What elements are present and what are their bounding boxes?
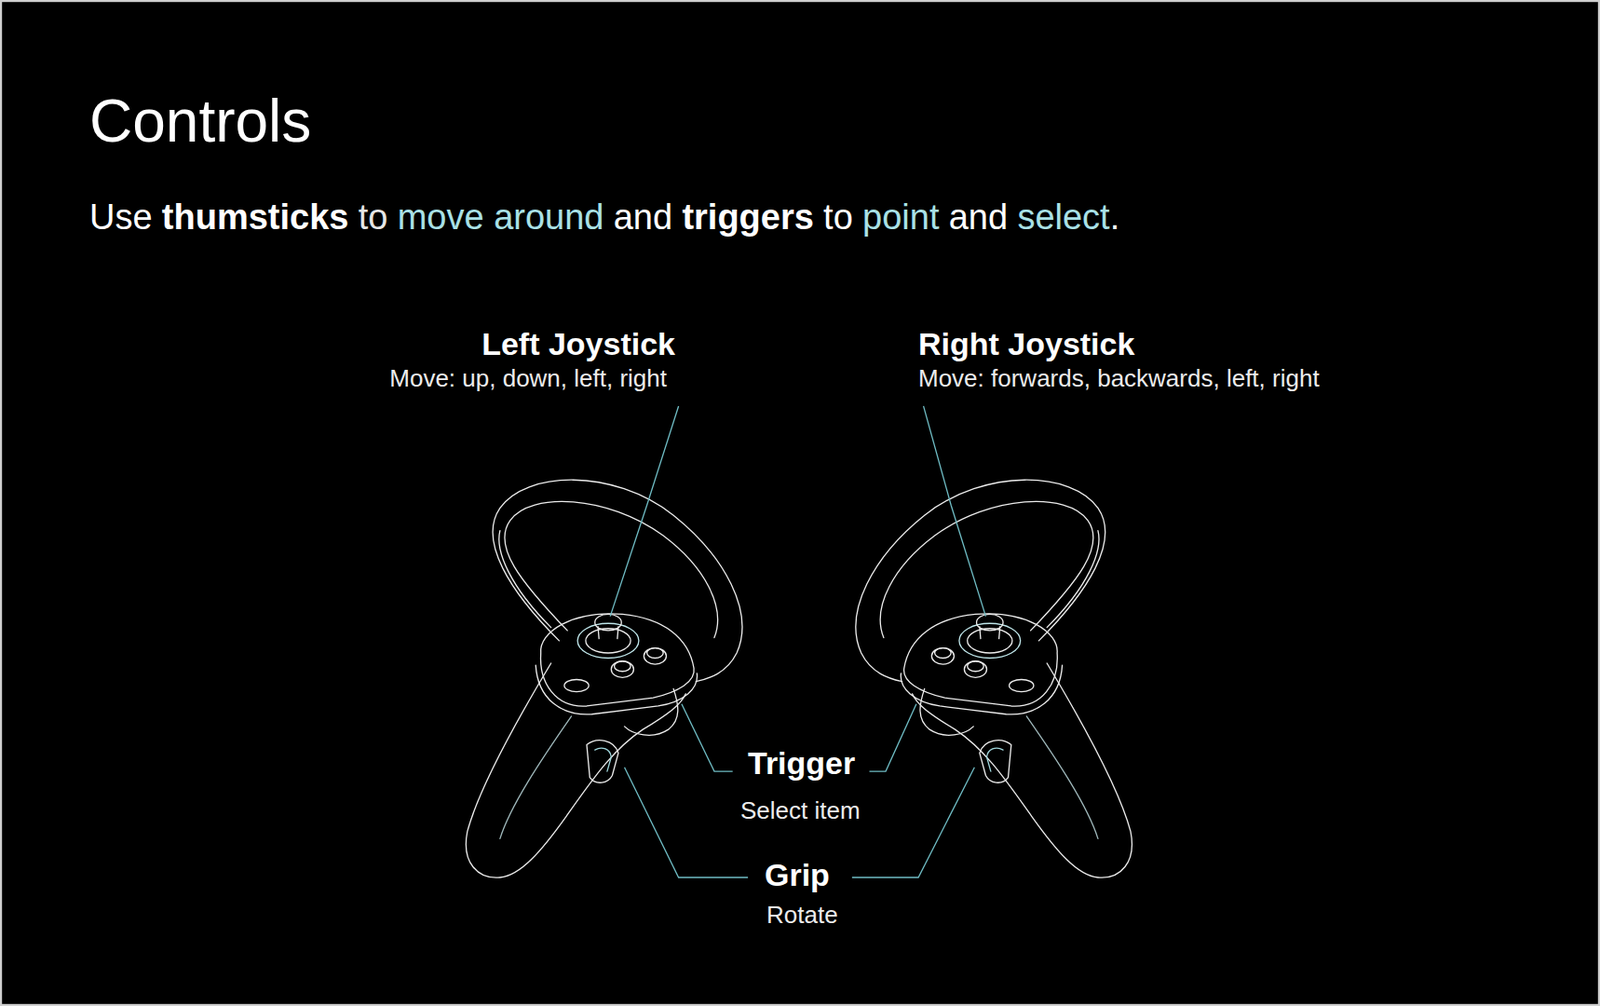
callout-note: Select item <box>740 798 861 823</box>
instruction-word: move around <box>397 197 605 237</box>
leader-lines <box>610 406 986 878</box>
leader-line <box>610 406 678 617</box>
instruction-word: select <box>1016 197 1110 237</box>
instruction-word: Use <box>89 197 153 237</box>
callout-note: Rotate <box>766 902 839 927</box>
leader-line <box>852 767 975 878</box>
right-controller <box>855 479 1132 878</box>
callout-title: Trigger <box>747 746 855 779</box>
instruction-word: and <box>613 197 673 237</box>
callout-title: Right Joystick <box>918 327 1135 360</box>
instruction-word: triggers <box>681 197 814 237</box>
instruction-word: to <box>823 197 854 237</box>
left-controller <box>465 479 742 878</box>
instruction-line: Usethumstickstomove aroundandtriggerstop… <box>89 199 1120 235</box>
leader-line <box>681 704 733 772</box>
page-title: Controls <box>89 91 312 151</box>
callout-title: Left Joystick <box>481 327 676 360</box>
instruction-word: to <box>358 197 389 237</box>
instruction-word: and <box>949 197 1008 237</box>
leader-line <box>624 767 749 878</box>
instruction-word: thumsticks <box>162 197 350 237</box>
instruction-word: . <box>1110 197 1121 237</box>
instruction-word: point <box>862 197 939 237</box>
leader-line <box>923 406 987 617</box>
leader-line <box>869 704 917 772</box>
callout-note: Move: up, down, left, right <box>389 366 667 391</box>
callout-title: Grip <box>764 858 830 891</box>
callout-note: Move: forwards, backwards, left, right <box>918 366 1320 391</box>
